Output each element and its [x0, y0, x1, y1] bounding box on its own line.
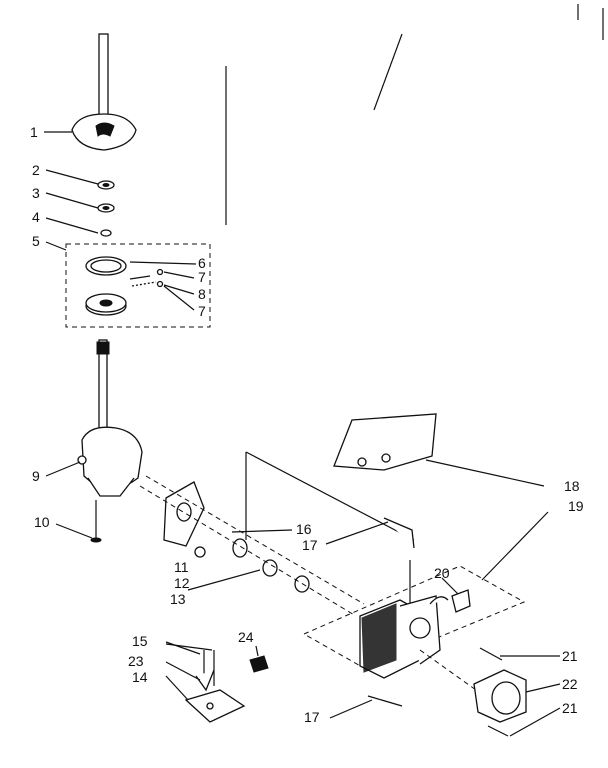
part-22-pump: [419, 647, 527, 737]
part-17-rods: [367, 517, 415, 707]
part-9-transmission: [77, 339, 143, 497]
motor: [359, 595, 441, 679]
callout-4: 4: [32, 209, 40, 225]
callout-17-lower: 17: [304, 709, 320, 725]
callout-16: 16: [296, 521, 312, 537]
washers: [97, 180, 115, 237]
callout-10: 10: [34, 514, 50, 530]
callout-1: 1: [30, 124, 38, 140]
part-20-switch: [429, 589, 471, 613]
callout-21-upper: 21: [562, 648, 578, 664]
callout-12: 12: [174, 575, 190, 591]
part-1-shaft-cam: [71, 33, 137, 151]
callout-labels: 1 2 3 4 5 6 7 8 7 9 10 16 17 11 12 13 18…: [30, 124, 584, 725]
callout-7-lower: 7: [198, 303, 206, 319]
callout-2: 2: [32, 162, 40, 178]
part-19-motor-box: [245, 451, 526, 669]
callout-14: 14: [132, 669, 148, 685]
callout-11: 11: [174, 559, 189, 575]
callout-18: 18: [564, 478, 580, 494]
callout-7-upper: 7: [198, 269, 206, 285]
scan-marks: [225, 4, 604, 225]
parts-11-13-coupling: [139, 475, 365, 617]
part-10-bolt: [90, 500, 102, 543]
callout-6: 6: [198, 255, 206, 271]
callout-3: 3: [32, 185, 40, 201]
callout-17-upper: 17: [302, 537, 318, 553]
callout-19: 19: [568, 498, 584, 514]
callout-22: 22: [562, 676, 578, 692]
part-18-pad: [333, 413, 437, 471]
callout-21-lower: 21: [562, 700, 578, 716]
callout-13: 13: [170, 591, 186, 607]
callout-24: 24: [238, 629, 254, 645]
leader-lines: [44, 131, 561, 737]
callout-5: 5: [32, 233, 40, 249]
part-5-brake-kit: [65, 243, 211, 328]
callout-8: 8: [198, 286, 206, 302]
callout-20: 20: [434, 565, 450, 581]
parts-14-15-23-24-bracket: [184, 650, 269, 723]
callout-15: 15: [132, 633, 148, 649]
callout-23: 23: [128, 653, 144, 669]
callout-9: 9: [32, 468, 40, 484]
